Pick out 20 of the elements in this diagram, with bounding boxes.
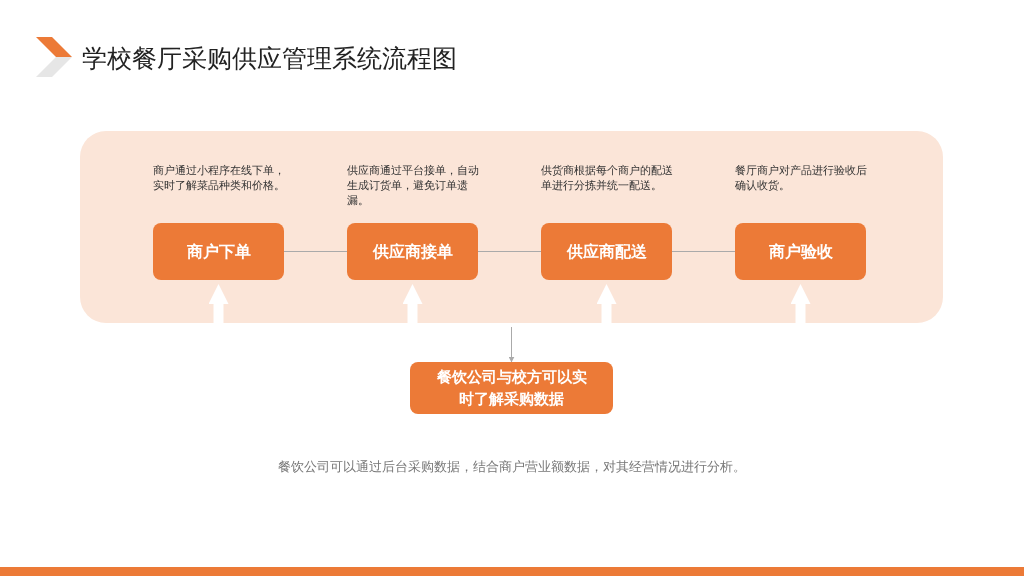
title: 学校餐厅采购供应管理系统流程图 xyxy=(82,43,457,75)
description-text: 餐厅商户对产品进行验收后确认收货。 xyxy=(735,163,868,193)
arrow xyxy=(790,284,811,323)
process-box: 商户验收 xyxy=(735,223,866,280)
arrow xyxy=(208,284,229,323)
background-panel xyxy=(80,131,943,323)
connector-line xyxy=(477,251,542,252)
process-box: 供应商配送 xyxy=(541,223,672,280)
arrow xyxy=(508,326,515,363)
connector-line xyxy=(671,251,736,252)
description-text: 供货商根据每个商户的配送单进行分拣并统一配送。 xyxy=(541,163,674,193)
description-text: 商户通过小程序在线下单，实时了解菜品种类和价格。 xyxy=(153,163,286,193)
arrow xyxy=(596,284,617,323)
process-box: 商户下单 xyxy=(153,223,284,280)
description-text: 供应商通过平台接单，自动生成订货单，避免订单遗漏。 xyxy=(347,163,480,208)
connector-line xyxy=(283,251,348,252)
note-text: 餐饮公司可以通过后台采购数据，结合商户营业额数据，对其经营情况进行分析。 xyxy=(277,458,747,476)
arrow xyxy=(402,284,423,323)
process-box: 餐饮公司与校方可以实时了解采购数据 xyxy=(410,362,613,414)
process-box: 供应商接单 xyxy=(347,223,478,280)
